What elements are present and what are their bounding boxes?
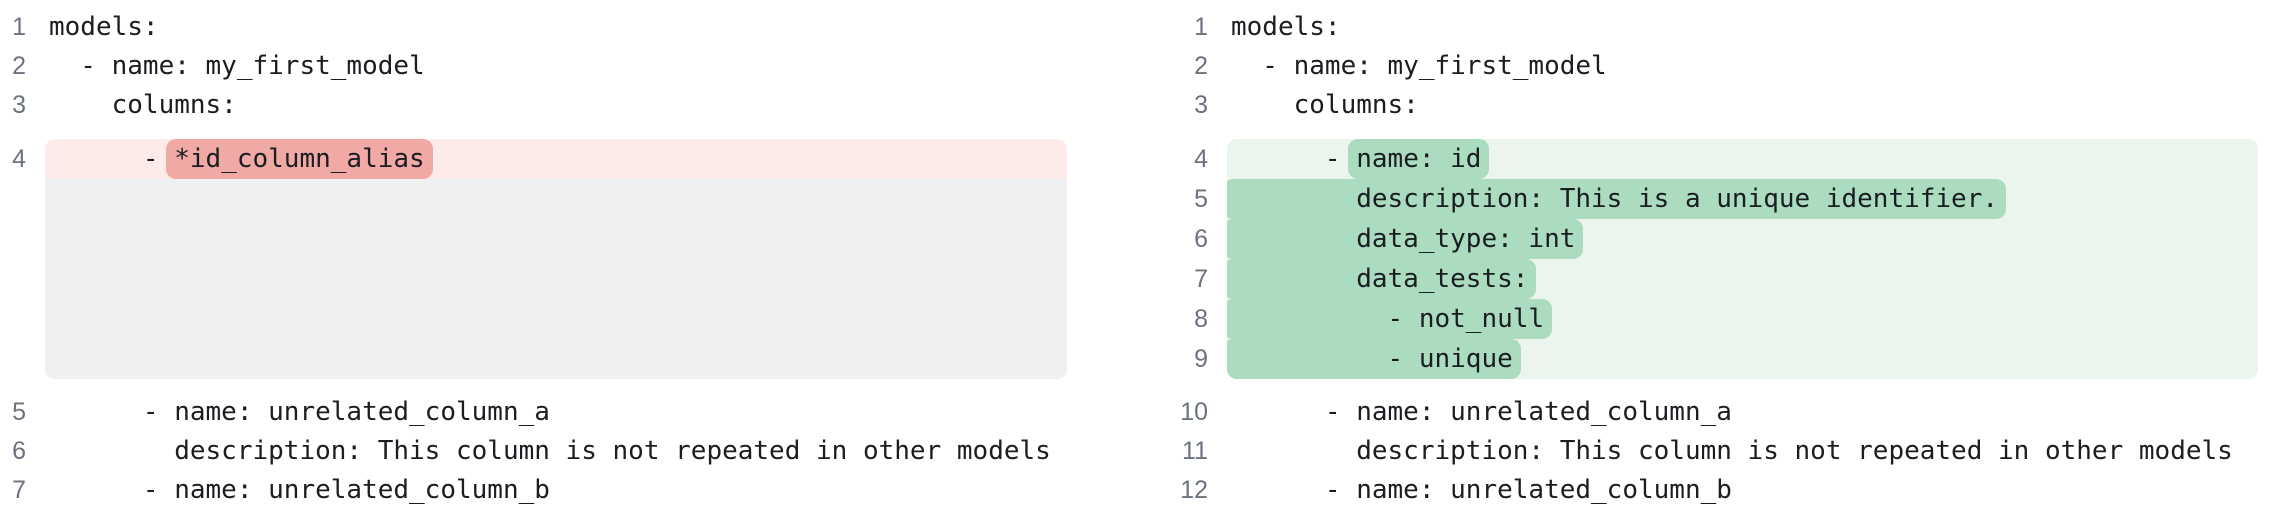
code-line: 3 columns: [1174, 86, 2268, 125]
added-token: description: This is a unique identifier… [1227, 179, 2007, 219]
line-number: 4 [1194, 145, 1208, 173]
code-line: 2 - name: my_first_model [1174, 47, 2268, 86]
code-line: 2 - name: my_first_model [10, 47, 1104, 86]
line-number: 6 [12, 437, 26, 465]
line-number: 1 [1194, 13, 1208, 41]
line-number: 3 [12, 91, 26, 119]
code-text: columns: [49, 90, 237, 120]
added-code-line: - name: id [1227, 139, 2258, 179]
code-line: 12 - name: unrelated_column_b [1174, 471, 2268, 510]
code-line: 10 - name: unrelated_column_a [1174, 393, 2268, 432]
line-number: 7 [1194, 265, 1208, 293]
code-text: models: [1231, 12, 1341, 42]
code-line: 5 - name: unrelated_column_a [10, 393, 1104, 432]
added-code-line: data_type: int [1227, 219, 2258, 259]
code-text: - name: unrelated_column_b [1231, 475, 1732, 505]
code-text: - name: unrelated_column_b [49, 475, 550, 505]
code-text: - name: my_first_model [1231, 51, 1607, 81]
removed-lines-group: 4 - *id_column_alias [10, 139, 1104, 379]
collapsed-lines-placeholder [45, 179, 1067, 379]
line-number: 7 [12, 476, 26, 504]
code-text: models: [49, 12, 159, 42]
line-number: 5 [12, 398, 26, 426]
added-token: name: id [1348, 139, 1490, 179]
code-line: 7 - name: unrelated_column_b [10, 471, 1104, 510]
removed-token: *id_column_alias [166, 139, 433, 179]
line-number: 1 [12, 13, 26, 41]
added-token: data_tests: [1227, 259, 1537, 299]
removed-code-line: - *id_column_alias [45, 139, 1067, 179]
yaml-diff-view: 1 models: 2 - name: my_first_model 3 col… [10, 8, 2268, 510]
code-text: - name: my_first_model [49, 51, 425, 81]
line-number: 6 [1194, 225, 1208, 253]
line-number: 3 [1194, 91, 1208, 119]
added-code-line: description: This is a unique identifier… [1227, 179, 2258, 219]
code-text: - [1231, 144, 1357, 174]
code-line: 3 columns: [10, 86, 1104, 125]
code-text: - name: unrelated_column_a [49, 397, 550, 427]
code-line: 6 description: This column is not repeat… [10, 432, 1104, 471]
line-number: 5 [1194, 185, 1208, 213]
code-line: 1 models: [1174, 8, 2268, 47]
added-code-line: - unique [1227, 339, 2258, 379]
line-number: 2 [1194, 52, 1208, 80]
code-line: 11 description: This column is not repea… [1174, 432, 2268, 471]
line-number: 9 [1194, 345, 1208, 373]
line-number: 8 [1194, 305, 1208, 333]
diff-pane-before: 1 models: 2 - name: my_first_model 3 col… [10, 8, 1104, 510]
added-code-line: data_tests: [1227, 259, 2258, 299]
added-code-line: - not_null [1227, 299, 2258, 339]
code-text: - [49, 144, 175, 174]
added-token: data_type: int [1227, 219, 1584, 259]
code-text: description: This column is not repeated… [1231, 436, 2233, 466]
line-number: 12 [1180, 476, 1208, 504]
added-token: - unique [1227, 339, 1521, 379]
line-number: 11 [1182, 437, 1208, 465]
code-text: columns: [1231, 90, 1419, 120]
added-token: - not_null [1227, 299, 1553, 339]
line-number: 2 [12, 52, 26, 80]
code-text: - name: unrelated_column_a [1231, 397, 1732, 427]
diff-pane-after: 1 models: 2 - name: my_first_model 3 col… [1174, 8, 2268, 510]
line-number: 4 [12, 145, 26, 173]
line-number: 10 [1180, 398, 1208, 426]
code-text: description: This column is not repeated… [49, 436, 1051, 466]
code-line: 1 models: [10, 8, 1104, 47]
added-lines-group: 4 5 6 7 8 9 - name: id description: This… [1174, 139, 2268, 379]
